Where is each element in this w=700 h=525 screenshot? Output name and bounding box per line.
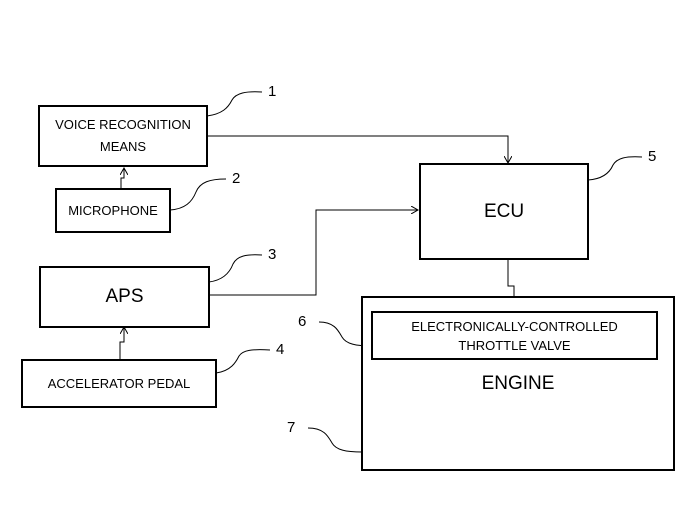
arrow-pedal-to-aps — [120, 327, 124, 360]
reference-numeral-4: 4 — [276, 341, 284, 358]
voice-recognition-label-line1: VOICE RECOGNITION — [55, 114, 191, 136]
aps-block: APS — [39, 266, 210, 328]
aps-label: APS — [105, 286, 143, 308]
leader-line-3 — [209, 255, 262, 282]
reference-numeral-3: 3 — [268, 246, 276, 263]
leader-line-1 — [207, 92, 262, 116]
arrow-voice-to-ecu — [207, 136, 508, 163]
reference-numeral-6: 6 — [298, 313, 306, 330]
reference-numeral-2: 2 — [232, 170, 240, 187]
engine-label: ENGINE — [363, 373, 673, 395]
ecu-block: ECU — [419, 163, 589, 260]
reference-numeral-5: 5 — [648, 148, 656, 165]
arrow-microphone-to-voice — [121, 168, 124, 188]
throttle-valve-label-line2: THROTTLE VALVE — [458, 336, 570, 355]
leader-line-7 — [308, 428, 362, 452]
accelerator-pedal-block: ACCELERATOR PEDAL — [21, 359, 217, 408]
throttle-valve-block: ELECTRONICALLY-CONTROLLED THROTTLE VALVE — [371, 311, 658, 360]
leader-line-4 — [216, 350, 270, 373]
leader-line-2 — [170, 179, 226, 210]
voice-recognition-block: VOICE RECOGNITION MEANS — [38, 105, 208, 167]
reference-numeral-1: 1 — [268, 83, 276, 100]
microphone-label: MICROPHONE — [68, 200, 158, 222]
leader-line-5 — [588, 157, 642, 180]
arrow-aps-to-ecu — [209, 210, 418, 295]
accelerator-pedal-label: ACCELERATOR PEDAL — [48, 373, 191, 395]
microphone-block: MICROPHONE — [55, 188, 171, 233]
ecu-label: ECU — [484, 201, 524, 223]
throttle-valve-label-line1: ELECTRONICALLY-CONTROLLED — [411, 317, 618, 336]
reference-numeral-7: 7 — [287, 419, 295, 436]
voice-recognition-label-line2: MEANS — [100, 136, 146, 158]
